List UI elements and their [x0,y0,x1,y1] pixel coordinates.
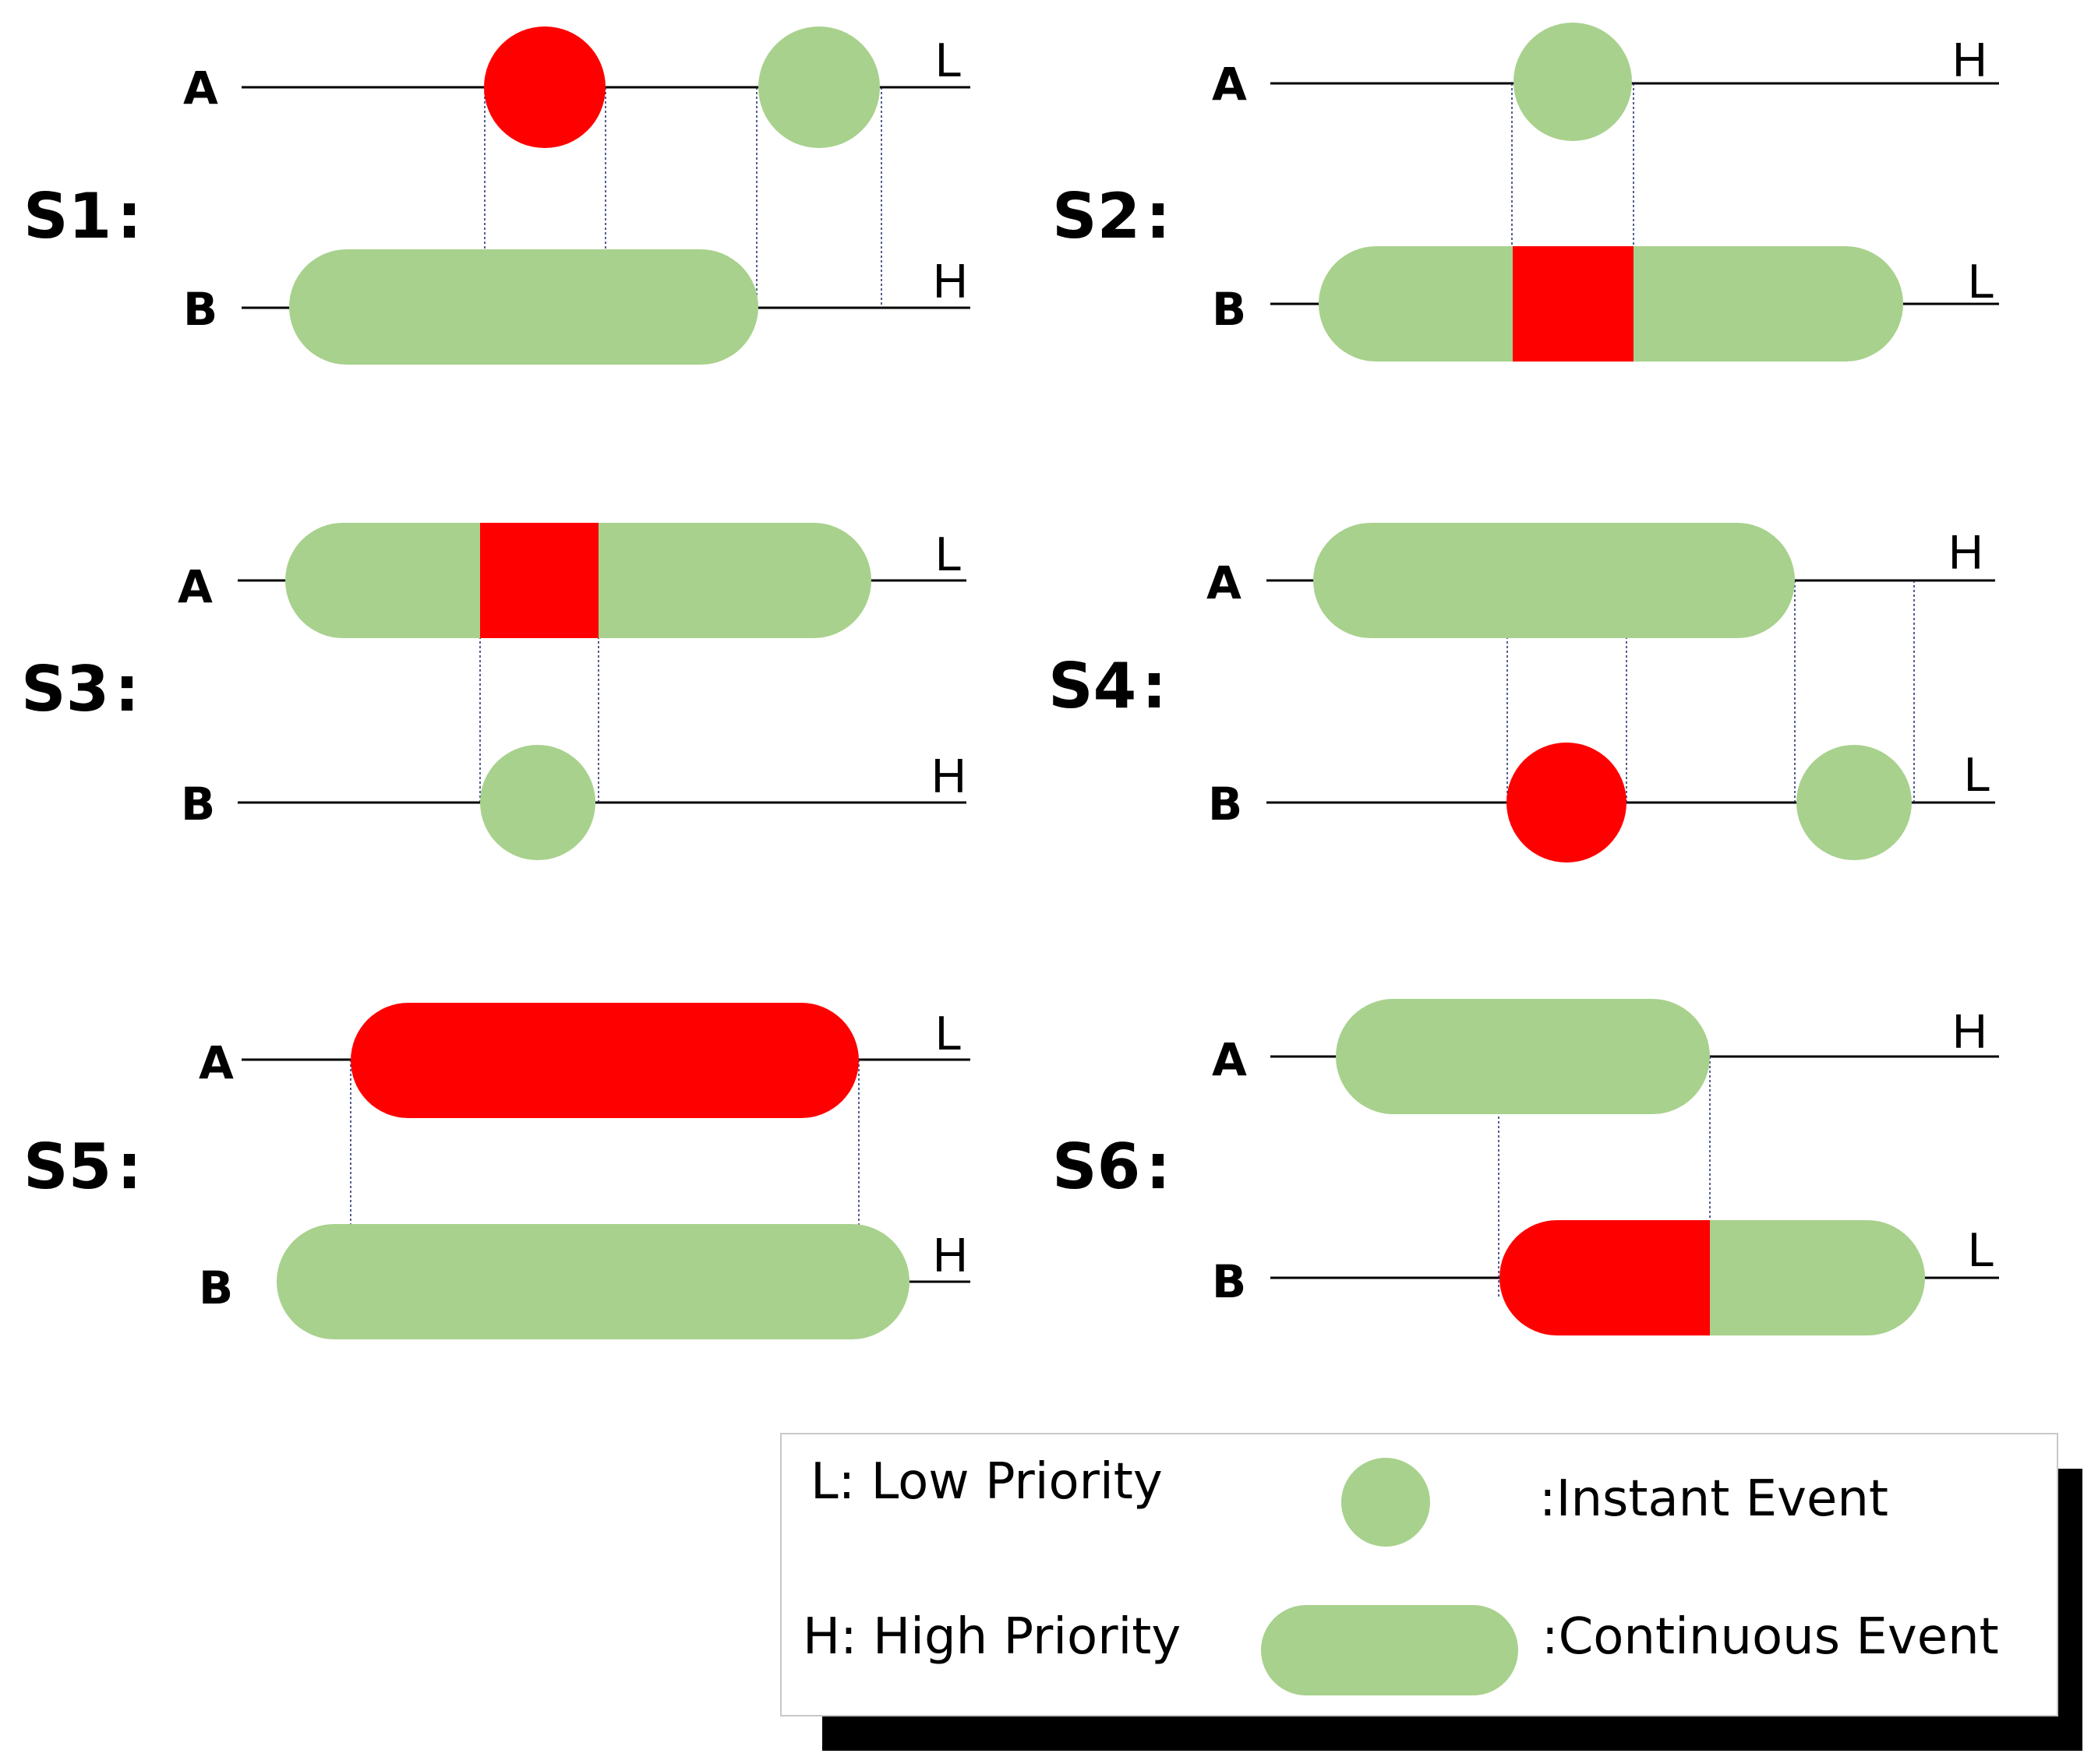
legend-continuous-event: :Continuous Event [1542,1608,1999,1666]
line-a-label: A [1212,1033,1247,1086]
instant-event [1513,23,1632,141]
legend-continuous-event-icon [1261,1605,1518,1695]
line-a-priority: H [1952,34,1987,87]
instant-event [480,745,595,860]
scenario-s3: A B L H S3 : [21,523,966,860]
scenario-s6: A B H L S6 : [1052,999,1999,1335]
line-b-priority: H [933,255,968,309]
line-a-priority: L [935,34,962,87]
conflict-continuous-event [351,1003,859,1118]
line-b-label: B [1212,283,1246,336]
continuous-event [289,249,758,365]
conflict-segment [1513,246,1634,362]
scenario-label: S1 [23,180,111,252]
conflict-instant-event [1506,743,1626,863]
scenario-colon: : [1142,650,1167,722]
scenario-s5: A B L H S5 : [23,1003,970,1339]
scenario-label: S5 [23,1131,111,1203]
line-a-label: A [199,1036,234,1089]
scenario-colon: : [1146,1131,1171,1203]
scenario-label: S4 [1048,650,1136,722]
line-b-priority: L [1968,255,1994,309]
legend-low-priority: L: Low Priority [811,1453,1163,1511]
scenario-colon: : [1146,180,1171,252]
conflict-segment [1499,1220,1710,1335]
line-a-priority: L [935,527,962,581]
scenario-s2: A B H L S2 : [1052,23,1999,362]
scenario-label: S2 [1052,180,1140,252]
line-b-priority: L [1968,1223,1994,1277]
scenario-colon: : [117,1131,142,1203]
scenario-label: S6 [1052,1131,1140,1203]
conflict-segment [480,523,599,638]
line-a-label: A [183,62,218,115]
instant-event [758,26,880,148]
line-b-label: B [181,778,215,831]
line-b-label: B [1208,778,1242,831]
legend-instant-event: :Instant Event [1539,1470,1888,1528]
continuous-event-remainder [1710,1220,1925,1335]
line-b-priority: H [933,1229,968,1282]
line-a-label: A [1212,58,1247,111]
continuous-event [1336,999,1710,1114]
scenario-label: S3 [21,653,109,725]
legend-high-priority: H: High Priority [803,1608,1181,1666]
line-a-label: A [1206,556,1241,609]
line-b-label: B [1212,1255,1246,1308]
line-b-priority: H [931,750,966,803]
line-a-priority: H [1948,526,1983,580]
conflict-instant-event [484,26,606,148]
legend-instant-event-icon [1341,1458,1430,1547]
line-a-priority: L [935,1007,962,1060]
scenario-colon: : [115,653,140,725]
scenario-s1: A B L H S1 : [23,26,970,365]
line-a-priority: H [1952,1005,1987,1059]
scenario-colon: : [117,180,142,252]
line-b-label: B [183,283,217,336]
legend: L: Low Priority H: High Priority :Instan… [780,1433,2082,1751]
scenario-s4: A B H L S4 : [1048,523,1995,863]
continuous-event [1313,523,1795,638]
line-b-label: B [199,1261,233,1314]
instant-event [1796,745,1912,860]
line-b-priority: L [1964,748,1990,802]
line-a-label: A [178,560,213,613]
continuous-event [277,1224,909,1339]
